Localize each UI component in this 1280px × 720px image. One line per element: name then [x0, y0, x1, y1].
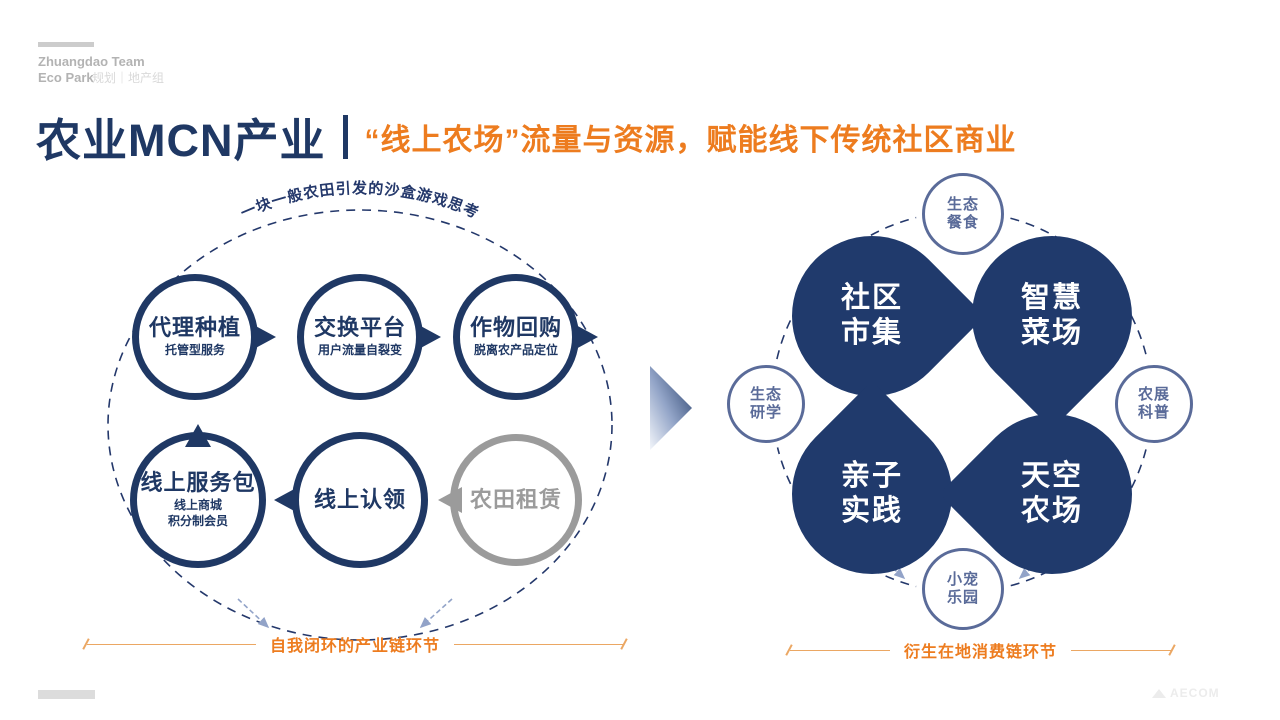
sat-line1: 小宠	[946, 571, 979, 588]
satellite-eco-study: 生态 研学	[727, 365, 805, 443]
blob-line1: 社区	[840, 282, 903, 315]
watermark: AECOM	[1152, 686, 1220, 700]
arrow-left-gray-icon	[438, 487, 462, 513]
blob-line2: 市集	[840, 317, 903, 349]
arrow-to-left-footer-1	[237, 598, 270, 629]
blob-text: 智慧 菜场	[972, 236, 1132, 396]
blob-text: 亲子 实践	[792, 414, 952, 574]
arrow-left-icon	[274, 487, 298, 513]
node-sub: 线上商城 积分制会员	[167, 498, 228, 528]
node-farmland-lease: 农田租赁	[450, 434, 582, 566]
node-online-claim: 线上认领	[292, 432, 428, 568]
node-label: 作物回购	[469, 314, 562, 340]
transition-arrow	[650, 366, 692, 450]
satellite-agri-expo: 农展 科普	[1115, 365, 1193, 443]
brand-logo: Zhuangdao Team Eco Park 规划｜地产组	[38, 42, 258, 87]
page-subtitle: “线上农场”流量与资源，赋能线下传统社区商业	[364, 123, 1017, 157]
logo-ghost-text: 规划｜地产组	[92, 71, 165, 85]
arrow-right-icon	[417, 324, 441, 350]
footer-text: 衍生在地消费链环节	[904, 644, 1058, 661]
logo-line2: Eco Park	[38, 70, 94, 86]
logo-text: Zhuangdao Team Eco Park 规划｜地产组	[38, 54, 258, 87]
converge-arrows-left	[237, 598, 453, 629]
sat-line2: 研学	[749, 404, 782, 421]
arc-caption-text: 一块一般农田引发的沙盒游戏思考	[238, 179, 482, 222]
footer-line	[790, 649, 890, 651]
arc-caption: 一块一般农田引发的沙盒游戏思考	[238, 179, 481, 222]
logo-line1: Zhuangdao Team	[38, 54, 145, 69]
node-label: 农田租赁	[469, 486, 562, 512]
blob-line1: 智慧	[1020, 282, 1083, 315]
satellite-eco-dining: 生态 餐食	[922, 173, 1004, 255]
arrow-right-icon	[252, 324, 276, 350]
node-sub: 用户流量自裂变	[317, 342, 402, 357]
footer-text: 自我闭环的产业链环节	[270, 638, 441, 655]
satellite-pet-park: 小宠 乐园	[922, 548, 1004, 630]
blob-text: 社区 市集	[792, 236, 952, 396]
left-dashed-circle	[107, 209, 613, 641]
sat-line1: 生态	[749, 386, 782, 403]
node-exchange-platform: 交换平台 用户流量自裂变	[297, 274, 423, 400]
blob-text: 天空 农场	[972, 414, 1132, 574]
blob-line2: 实践	[840, 495, 903, 527]
watermark-text: AECOM	[1170, 686, 1220, 700]
node-label: 线上认领	[313, 486, 406, 512]
footer-line	[454, 643, 624, 645]
footer-line	[1071, 649, 1172, 651]
arrow-to-left-footer-2	[419, 598, 453, 629]
sat-line1: 农展	[1137, 386, 1170, 403]
sat-line1: 生态	[946, 196, 979, 213]
node-online-service-pack: 线上服务包 线上商城 积分制会员	[130, 432, 266, 568]
title-divider	[343, 114, 349, 159]
watermark-logo-icon	[1152, 688, 1166, 698]
sat-line2: 餐食	[946, 214, 979, 231]
node-sub: 托管型服务	[164, 342, 225, 357]
node-agent-planting: 代理种植 托管型服务	[132, 274, 258, 400]
corner-bar	[38, 690, 95, 699]
blob-line1: 天空	[1020, 460, 1083, 493]
node-label: 线上服务包	[140, 469, 256, 495]
logo-bar	[38, 42, 94, 47]
arrow-up-icon	[185, 424, 211, 447]
sat-line2: 乐园	[946, 589, 979, 606]
node-crop-buyback: 作物回购 脱离农产品定位	[453, 274, 579, 400]
sat-line2: 科普	[1137, 404, 1170, 421]
left-footer-label: 自我闭环的产业链环节	[82, 632, 628, 656]
node-label: 代理种植	[148, 314, 241, 340]
node-sub: 脱离农产品定位	[473, 342, 558, 357]
blob-line2: 菜场	[1020, 317, 1083, 349]
node-label: 交换平台	[313, 314, 406, 340]
right-footer-label: 衍生在地消费链环节	[785, 638, 1176, 662]
footer-line	[87, 643, 256, 645]
arrow-right-icon	[574, 324, 598, 350]
blob-line1: 亲子	[840, 460, 903, 493]
title-row: 农业MCN产业 “线上农场”流量与资源，赋能线下传统社区商业	[36, 104, 1016, 169]
page-title: 农业MCN产业	[36, 115, 326, 166]
blob-line2: 农场	[1020, 495, 1083, 527]
